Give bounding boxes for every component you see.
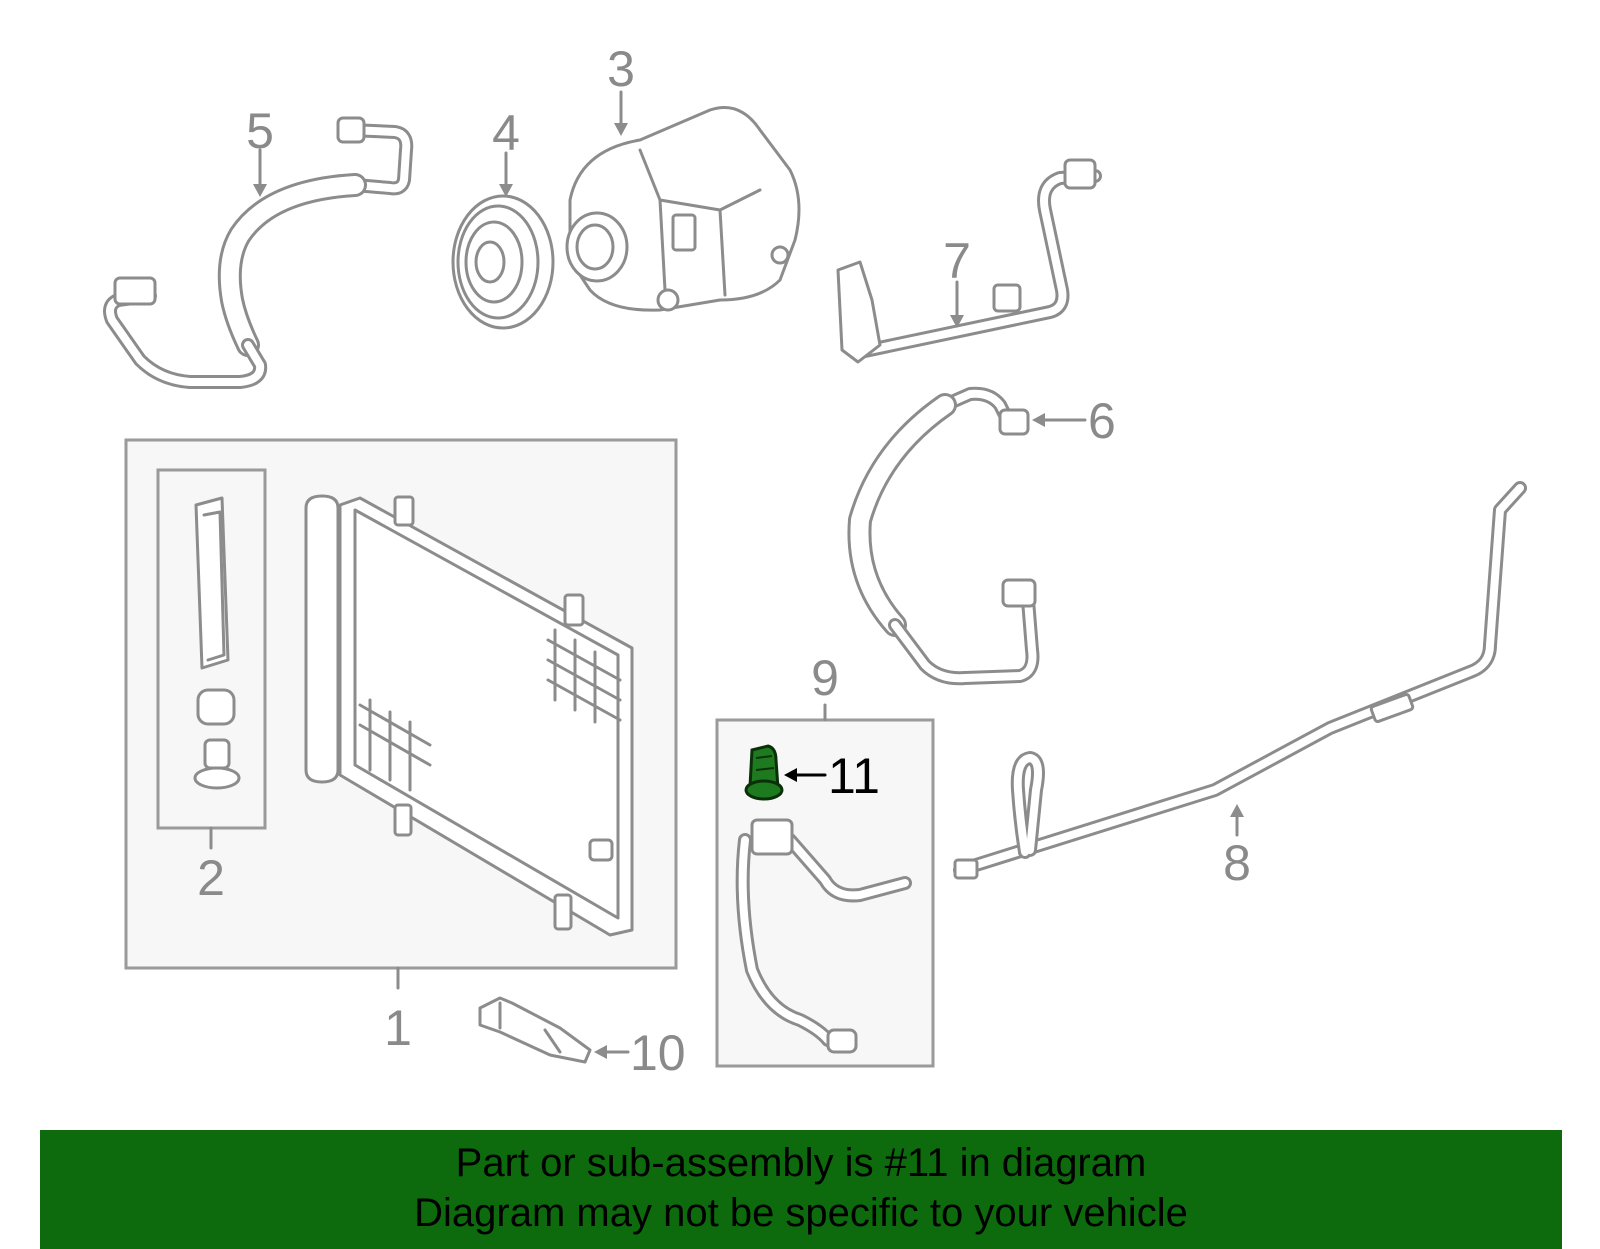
discharge-line-part-7[interactable] <box>836 158 1102 364</box>
callout-9: 9 <box>811 650 839 706</box>
banner-line-1: Part or sub-assembly is #11 in diagram <box>455 1141 1147 1185</box>
callout-3: 3 <box>607 41 635 97</box>
compressor-part-3[interactable] <box>565 106 801 312</box>
liquid-hose-part-6[interactable] <box>847 386 1040 686</box>
callout-11: 11 <box>828 748 880 804</box>
callout-4: 4 <box>492 105 520 161</box>
suction-hose-part-5[interactable] <box>103 116 414 389</box>
callout-5: 5 <box>246 103 274 159</box>
callout-6: 6 <box>1088 393 1116 449</box>
leader-lines <box>209 90 1244 1059</box>
info-banner: Part or sub-assembly is #11 in diagram D… <box>40 1130 1562 1249</box>
parts-diagram: 5 4 3 7 6 9 11 8 2 1 10 <box>103 41 1527 1081</box>
valve-core-part-11[interactable] <box>744 744 784 801</box>
liquid-line-part-8[interactable] <box>953 481 1527 880</box>
callout-8: 8 <box>1223 835 1251 891</box>
callout-7: 7 <box>943 233 971 289</box>
bracket-part-10[interactable] <box>478 996 592 1064</box>
banner-line-2: Diagram may not be specific to your vehi… <box>414 1191 1188 1235</box>
callout-1: 1 <box>384 1000 412 1056</box>
callout-2: 2 <box>197 850 225 906</box>
callout-10: 10 <box>630 1025 686 1081</box>
dryer-kit-part-2[interactable] <box>193 496 241 790</box>
condenser-part-1[interactable] <box>304 494 634 937</box>
liquid-line-part-9[interactable] <box>735 818 912 1054</box>
clutch-pulley-part-4[interactable] <box>451 194 555 330</box>
